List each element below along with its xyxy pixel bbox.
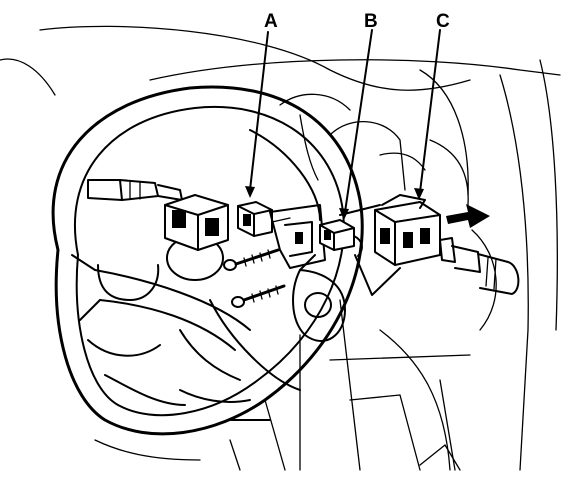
leader-lines <box>245 29 441 220</box>
bracket-assembly <box>269 204 346 342</box>
connector-b <box>319 219 363 257</box>
callout-label-a: A <box>264 11 278 32</box>
right-lever <box>439 237 520 295</box>
screw-upper <box>223 248 280 271</box>
left-lever <box>87 179 183 201</box>
steering-wheel <box>51 85 364 436</box>
callout-label-c: C <box>436 11 450 32</box>
screw-lower <box>231 284 286 308</box>
connector-a <box>237 201 291 237</box>
combination-switch <box>339 194 441 296</box>
dashboard-outline <box>0 25 561 471</box>
lower-dash <box>94 399 286 471</box>
left-switch-housing <box>164 194 229 251</box>
direction-arrow <box>446 204 490 228</box>
callout-label-b: B <box>364 11 378 32</box>
